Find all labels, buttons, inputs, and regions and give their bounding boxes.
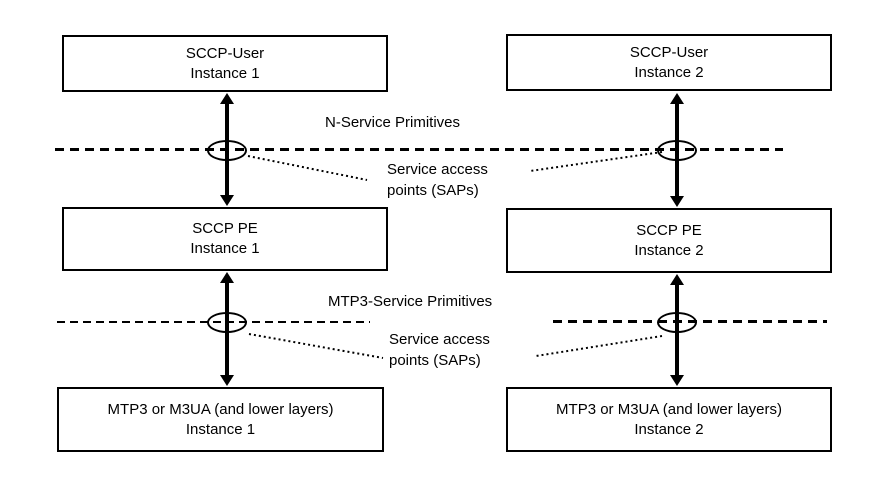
sap-ellipse-lower-right: [657, 312, 697, 333]
box-title: MTP3 or M3UA (and lower layers): [107, 400, 334, 418]
sap-label-line1: Service access: [389, 331, 490, 348]
box-title: MTP3 or M3UA (and lower layers): [556, 400, 782, 418]
box-subtitle: Instance 2: [634, 63, 704, 81]
arrowhead-down-icon: [670, 196, 684, 207]
arrowhead-down-icon: [220, 195, 234, 206]
box-subtitle: Instance 2: [634, 420, 704, 438]
box-title: SCCP PE: [192, 220, 258, 237]
box-mtp3-instance-1: MTP3 or M3UA (and lower layers) Instance…: [57, 387, 384, 452]
arrowhead-up-icon: [220, 272, 234, 283]
sap-label-lower: Service access points (SAPs): [389, 329, 490, 371]
arrowhead-down-icon: [670, 375, 684, 386]
sap-label-line2: points (SAPs): [389, 352, 481, 369]
box-sccp-user-instance-1: SCCP-User Instance 1: [62, 35, 388, 92]
sap-leader-line-lower-left: [248, 333, 384, 359]
upper-service-boundary-line: [55, 148, 783, 151]
sap-ellipse-upper-right: [657, 140, 697, 161]
box-mtp3-instance-2: MTP3 or M3UA (and lower layers) Instance…: [506, 387, 832, 452]
sap-leader-line-lower-right: [535, 335, 663, 357]
box-title: SCCP-User: [629, 43, 709, 61]
sap-leader-line-upper-left: [247, 155, 368, 181]
box-sccp-pe-instance-1: SCCP PE Instance 1: [62, 207, 388, 271]
sap-leader-line-upper-right: [529, 151, 663, 172]
sap-label-line1: Service access: [387, 161, 488, 178]
box-sccp-user-instance-2: SCCP-User Instance 2: [506, 34, 832, 91]
arrowhead-up-icon: [670, 93, 684, 104]
arrowhead-down-icon: [220, 375, 234, 386]
sap-ellipse-upper-left: [207, 140, 247, 161]
sap-ellipse-lower-left: [207, 312, 247, 333]
sap-label-line2: points (SAPs): [387, 182, 479, 199]
box-subtitle: Instance 1: [185, 420, 256, 438]
box-title: SCCP PE: [636, 221, 702, 239]
mtp3-service-primitives-label: MTP3-Service Primitives: [328, 293, 493, 310]
box-sccp-pe-instance-2: SCCP PE Instance 2: [506, 208, 832, 273]
box-subtitle: Instance 1: [190, 240, 260, 257]
box-title: SCCP-User: [185, 44, 265, 62]
arrowhead-up-icon: [670, 274, 684, 285]
box-subtitle: Instance 1: [190, 64, 260, 82]
box-subtitle: Instance 2: [634, 241, 704, 259]
n-service-primitives-label: N-Service Primitives: [325, 114, 461, 131]
sap-label-upper: Service access points (SAPs): [387, 159, 488, 201]
arrowhead-up-icon: [220, 93, 234, 104]
